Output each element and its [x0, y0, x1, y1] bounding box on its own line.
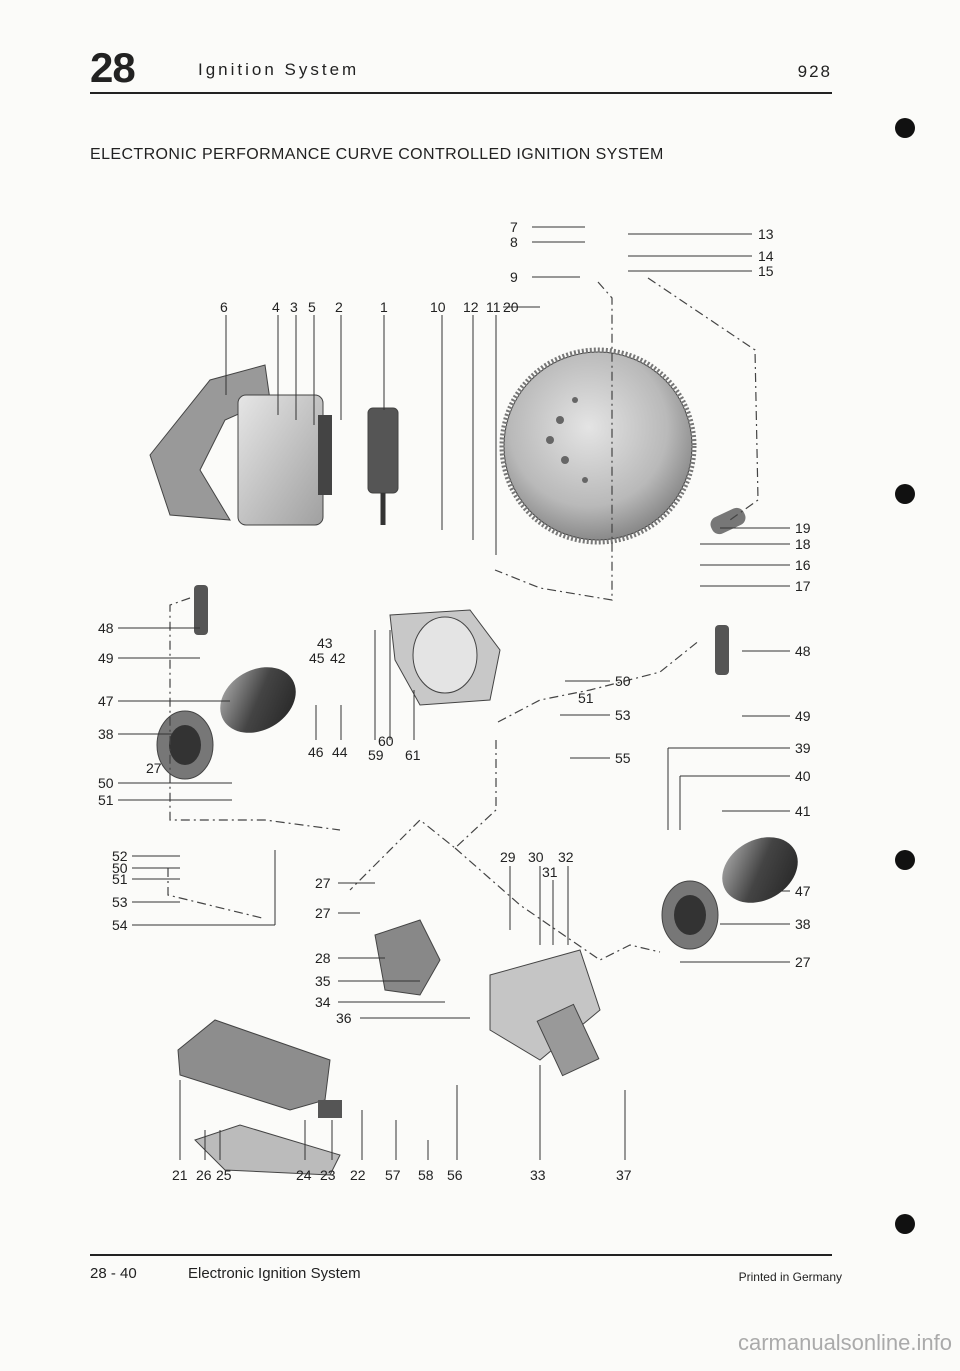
binder-hole — [895, 1214, 915, 1234]
callout: 20 — [503, 299, 519, 315]
callout: 47 — [98, 693, 114, 709]
callout: 33 — [530, 1167, 546, 1183]
footer-rule — [90, 1254, 832, 1256]
callout: 2 — [335, 299, 343, 315]
callout: 46 — [308, 744, 324, 760]
callout: 8 — [510, 234, 518, 250]
callout: 31 — [542, 864, 558, 880]
callout: 30 — [528, 849, 544, 865]
callout: 42 — [330, 650, 346, 666]
header-rule — [90, 92, 832, 94]
callout: 35 — [315, 973, 331, 989]
callout: 38 — [98, 726, 114, 742]
leader-lines — [118, 226, 790, 1160]
callout: 59 — [368, 747, 384, 763]
callout: 36 — [336, 1010, 352, 1026]
callout: 41 — [795, 803, 811, 819]
callout: 9 — [510, 269, 518, 285]
callout: 24 — [296, 1167, 312, 1183]
binder-hole — [895, 484, 915, 504]
callout: 57 — [385, 1167, 401, 1183]
control-unit — [149, 364, 332, 526]
callout: 49 — [795, 708, 811, 724]
distributor — [374, 919, 601, 1077]
callout: 47 — [795, 883, 811, 899]
callout: 23 — [320, 1167, 336, 1183]
callout: 38 — [795, 916, 811, 932]
watermark: carmanualsonline.info — [737, 1330, 952, 1355]
printed-note: Printed in Germany — [738, 1270, 842, 1284]
callout: 51 — [112, 871, 128, 887]
callout: 40 — [795, 768, 811, 784]
callout: 19 — [795, 520, 811, 536]
callout: 27 — [315, 875, 331, 891]
callout: 54 — [112, 917, 128, 933]
callout: 7 — [510, 219, 518, 235]
ignition-coil-left — [156, 667, 296, 780]
callout: 51 — [98, 792, 114, 808]
callout: 12 — [463, 299, 479, 315]
ignition-coil-right — [661, 837, 798, 950]
callout: 3 — [290, 299, 298, 315]
callout: 58 — [418, 1167, 434, 1183]
binder-hole — [895, 850, 915, 870]
callout: 48 — [795, 643, 811, 659]
callout: 49 — [98, 650, 114, 666]
callout: 56 — [447, 1167, 463, 1183]
callout: 50 — [615, 673, 631, 689]
callout: 16 — [795, 557, 811, 573]
callout: 48 — [98, 620, 114, 636]
callout: 51 — [578, 690, 594, 706]
callout: 18 — [795, 536, 811, 552]
callout: 50 — [98, 775, 114, 791]
binder-hole — [895, 118, 915, 138]
callout: 26 — [196, 1167, 212, 1183]
callout: 29 — [500, 849, 516, 865]
spark-plug-connectors — [194, 507, 746, 675]
callout: 28 — [315, 950, 331, 966]
model-number: 928 — [797, 62, 832, 81]
callout: 4 — [272, 299, 280, 315]
callout: 10 — [430, 299, 446, 315]
callout: 44 — [332, 744, 348, 760]
diagram-title: ELECTRONIC PERFORMANCE CURVE CONTROLLED … — [90, 146, 664, 163]
callout: 39 — [795, 740, 811, 756]
callout: 27 — [146, 760, 162, 776]
callout: 17 — [795, 578, 811, 594]
callout: 27 — [795, 954, 811, 970]
callout: 11 — [486, 299, 501, 315]
callout: 6 — [220, 299, 228, 315]
callout: 50 — [112, 860, 128, 876]
connector-plug — [367, 407, 399, 525]
callout-labels: 7 8 9 13 14 15 6 4 3 5 2 1 10 12 11 20 1… — [98, 219, 811, 1183]
callout: 52 — [112, 848, 128, 864]
callout: 1 — [380, 299, 388, 315]
callout: 27 — [315, 905, 331, 921]
callout: 53 — [615, 707, 631, 723]
callout: 15 — [758, 263, 774, 279]
callout: 21 — [172, 1167, 188, 1183]
callout: 43 — [317, 635, 333, 651]
throttle-housing — [389, 609, 501, 706]
footer-title: Electronic Ignition System — [188, 1265, 361, 1282]
callout: 55 — [615, 750, 631, 766]
callout: 14 — [758, 248, 774, 264]
callout: 32 — [558, 849, 574, 865]
callout: 34 — [315, 994, 331, 1010]
callout: 60 — [378, 733, 394, 749]
callout: 13 — [758, 226, 774, 242]
flywheel — [499, 347, 697, 545]
callout: 37 — [616, 1167, 632, 1183]
page-reference: 28 - 40 — [90, 1265, 137, 1282]
callout: 5 — [308, 299, 316, 315]
callout: 25 — [216, 1167, 232, 1183]
section-title: Ignition System — [198, 60, 360, 79]
callout: 45 — [309, 650, 325, 666]
callout: 22 — [350, 1167, 366, 1183]
callout: 53 — [112, 894, 128, 910]
relay-box — [177, 1019, 342, 1176]
section-number: 28 — [90, 44, 136, 91]
callout: 61 — [405, 747, 421, 763]
